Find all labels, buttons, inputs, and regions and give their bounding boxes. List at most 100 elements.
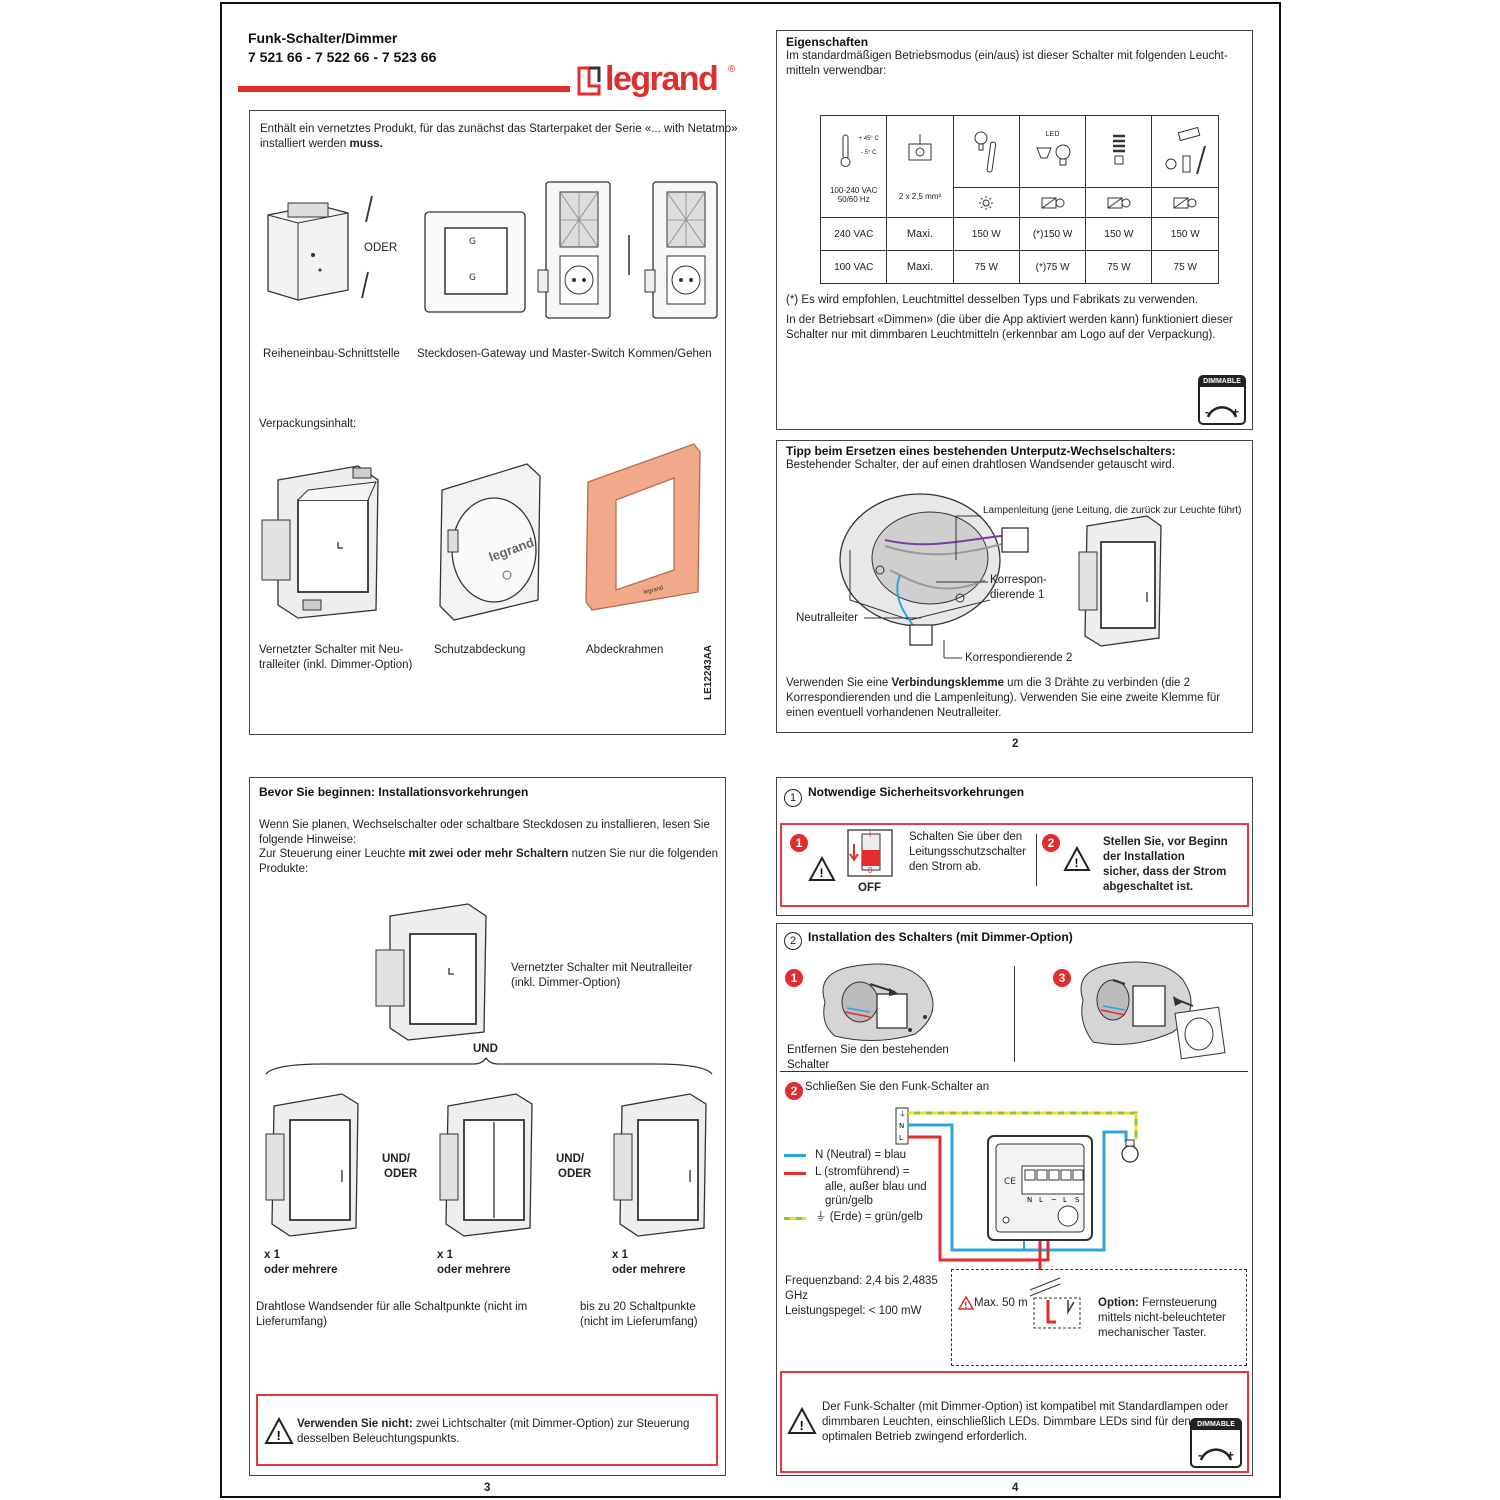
- option-line3: mechanischer Taster.: [1098, 1327, 1207, 1339]
- legend-earth-swatch: [784, 1217, 806, 1220]
- use-line3: einen eventuell vorhandenen Neutralleite…: [786, 707, 1002, 719]
- supply-frequency: 50/60 Hz: [837, 194, 870, 204]
- page1-box: [249, 110, 726, 735]
- svg-text:!: !: [277, 1428, 281, 1443]
- caption-din: Reiheneinbau-Schnittstelle: [263, 348, 400, 360]
- intro-line-1: Enthält ein vernetztes Produkt, für das …: [260, 123, 738, 135]
- safety2-line1: Stellen Sie, vor Beginn: [1103, 836, 1228, 848]
- safety-box: [776, 777, 1253, 916]
- compat-line2: dimmbaren Leuchten, einschließlich LEDs.…: [822, 1416, 1191, 1428]
- supply-voltage: 100-240 VAC: [829, 185, 878, 195]
- wireless-line2: Lieferumfang): [256, 1316, 327, 1328]
- dim-plus-p4: +: [1227, 1448, 1235, 1462]
- label-neutral: Neutralleiter: [796, 612, 858, 624]
- temp-high: + 45° C: [858, 135, 879, 142]
- remove-line1: Entfernen Sie den bestehenden: [787, 1044, 949, 1056]
- wire-n-label: N: [899, 1122, 904, 1130]
- option-dashed-box: [951, 1269, 1247, 1366]
- header-red-bar: [238, 86, 570, 92]
- term-l2: L: [1063, 1196, 1067, 1204]
- dim-minus: -: [1205, 405, 1209, 419]
- compat-red-box: [780, 1371, 1249, 1473]
- option-line1: Option: Fernsteuerung: [1098, 1297, 1217, 1309]
- svg-text:!: !: [1075, 856, 1079, 870]
- page-number-2: 2: [1012, 738, 1019, 750]
- wireless-line1: Drahtlose Wandsender für alle Schaltpunk…: [256, 1301, 528, 1313]
- term-tilde: ~: [1051, 1196, 1057, 1204]
- caption-gateway: Steckdosen-Gateway und Master-Switch Kom…: [417, 348, 712, 360]
- dim-plus: +: [1232, 405, 1240, 419]
- note-recommend: (*) Es wird empfohlen, Leuchtmittel dess…: [786, 294, 1199, 306]
- driver-icon: [1173, 197, 1197, 208]
- temp-low: - 5° C: [861, 149, 877, 156]
- cover-frame-icon: legrand: [585, 443, 701, 611]
- und-oder-2a: UND/: [556, 1153, 585, 1165]
- warning-triangle-icon: !: [264, 1416, 294, 1444]
- use-line1: Verwenden Sie eine Verbindungsklemme um …: [786, 677, 1191, 689]
- legend-neutral: N (Neutral) = blau: [815, 1149, 907, 1161]
- option-line2: mittels nicht-beleuchteter: [1098, 1312, 1226, 1324]
- remove-switch-icon: [822, 963, 934, 1041]
- driver-icon: [1107, 197, 1131, 208]
- label-corr1-a: Korrespon-: [990, 574, 1047, 586]
- load-table: + 45° C - 5° C 100-240 VAC 50/60 Hz 2 x …: [819, 115, 1219, 284]
- dimmable-logo: DIMMABLE - +: [1198, 375, 1246, 425]
- row2-cfl: 75 W: [1085, 250, 1153, 284]
- warning-triangle-icon: !: [808, 855, 836, 881]
- page3-title: Bevor Sie beginnen: Installationsvorkehr…: [259, 785, 529, 799]
- power-level: Leistungspegel: < 100 mW: [785, 1305, 922, 1317]
- install-title: Installation des Schalters (mit Dimmer-O…: [808, 930, 1073, 944]
- wire-cell: 2 x 2,5 mm²: [886, 115, 954, 218]
- master-switch-icon: G G: [424, 211, 526, 313]
- term-l: L: [1039, 1196, 1043, 1204]
- legrand-logo-text: legrand: [605, 60, 719, 98]
- table-row: 100 VAC Maxi. 75 W (*)75 W 75 W 75 W: [819, 250, 1219, 284]
- svg-text:G: G: [469, 273, 476, 283]
- led-cell: LED: [1018, 115, 1087, 188]
- brace-icon: [265, 1056, 713, 1075]
- dimmable-logo-p4: DIMMABLE - +: [1190, 1418, 1242, 1468]
- p3-line1: Wenn Sie planen, Wechselschalter oder sc…: [259, 819, 710, 831]
- section-1-number: 1: [784, 789, 802, 807]
- safety1-line2: Leitungsschutzschalter: [909, 846, 1026, 858]
- din-module-icon: [267, 202, 349, 301]
- svg-text:⏚: ⏚: [899, 1110, 906, 1118]
- note-dim-line2: Schalter nur mit dimmbaren Leuchtmitteln…: [786, 329, 1216, 341]
- svg-text:!: !: [965, 1301, 968, 1310]
- wall-transmitter-2-icon: [439, 1093, 533, 1237]
- install-step-1: 1: [785, 969, 803, 987]
- row2-led: (*)75 W: [1018, 250, 1087, 284]
- cfl-cell: [1085, 115, 1153, 188]
- svg-text:G: G: [469, 237, 476, 247]
- breaker-on-mark: I: [869, 830, 872, 839]
- label-lamp-wire: Lampenleitung (jene Leitung, die zurück …: [983, 505, 1242, 516]
- item-switch-line1: Vernetzter Schalter mit Neu-: [259, 644, 404, 656]
- tip-subtitle: Bestehender Schalter, der auf einen drah…: [786, 459, 1175, 471]
- row2-voltage: 100 VAC: [819, 250, 888, 284]
- row1-max: Maxi.: [886, 217, 954, 251]
- doc-code: LE12243AA: [703, 644, 714, 700]
- warning-line1: Verwenden Sie nicht: zwei Lichtschalter …: [297, 1418, 690, 1430]
- wire-l-label: L: [899, 1134, 903, 1142]
- p3-line3: Zur Steuerung einer Leuchte mit zwei ode…: [259, 848, 718, 860]
- section-2-number: 2: [784, 932, 802, 950]
- warning-triangle-icon: !: [1063, 845, 1091, 871]
- legend-live-1: L (stromführend) =: [815, 1166, 910, 1178]
- thermometer-icon: [840, 134, 851, 167]
- compat-line1: Der Funk-Schalter (mit Dimmer-Option) is…: [822, 1401, 1229, 1413]
- properties-title: Eigenschaften: [786, 35, 869, 49]
- wall-transmitter-3-icon: [613, 1093, 707, 1237]
- properties-box: [776, 30, 1253, 430]
- und-label: UND: [473, 1043, 498, 1055]
- breaker-off-mark: 0: [868, 866, 873, 875]
- p3-line2: folgende Hinweise:: [259, 834, 357, 846]
- safety2-line3: sicher, dass der Strom: [1103, 866, 1227, 878]
- wall-transmitter-1-icon: [265, 1093, 359, 1237]
- qty-2: x 1: [437, 1249, 453, 1261]
- use-line2: Korrespondierenden und die Lampenleitung…: [786, 692, 1221, 704]
- switch-mechanism-icon: [261, 465, 379, 619]
- temp-supply-cell: + 45° C - 5° C 100-240 VAC 50/60 Hz: [819, 115, 888, 218]
- dimmer-arc-icon: [1206, 406, 1238, 418]
- safety-title: Notwendige Sicherheitsvorkehrungen: [808, 785, 1025, 799]
- und-oder-1a: UND/: [382, 1153, 411, 1165]
